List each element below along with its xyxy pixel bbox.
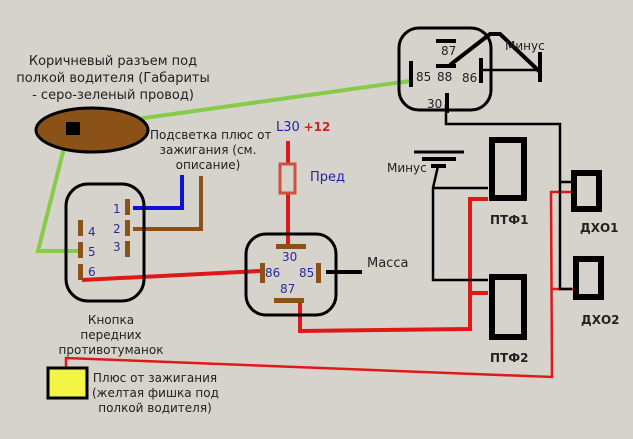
button-pin-5 (78, 242, 83, 258)
relay-mid-body (244, 232, 338, 317)
label-line: - серо-зеленый провод) (32, 88, 194, 103)
dho2-label: ДХО2 (581, 313, 620, 327)
label-line: Плюс от зажигания (92, 371, 218, 385)
button-pin-6 (78, 264, 83, 280)
minus-top-label: Минус (505, 39, 545, 53)
plus12-text: +12 (303, 120, 331, 134)
minus-mid-label: Минус (387, 161, 427, 175)
relay-top-pin-86 (479, 58, 483, 83)
label-line: Коричневый разъем под (28, 54, 198, 69)
fuse-label: Пред (310, 170, 346, 185)
button-label: Кнопка передних противотуманок (56, 313, 166, 358)
button-pin-3 (125, 241, 130, 257)
relay-mid-pin-85-label: 85 (299, 266, 315, 280)
brown-connector-label: Коричневый разъем под полкой водителя (Г… (8, 53, 218, 104)
label-line: Подсветка плюс от (150, 128, 272, 142)
relay-top-pin-85-label: 85 (416, 70, 432, 84)
button-pin-5-label: 5 (88, 245, 96, 259)
connector-pin (66, 122, 80, 135)
label-line: Кнопка (87, 313, 135, 327)
button-pin-2-label: 2 (113, 222, 121, 236)
label-line: передних (80, 328, 142, 342)
label-line: описание) (175, 158, 241, 172)
relay-top-pin-86-label: 86 (462, 71, 478, 85)
dho1-label: ДХО1 (580, 221, 619, 235)
label-line: зажигания (см. (159, 143, 257, 157)
relay-mid-pin-87-label: 87 (280, 282, 296, 296)
relay-mid-pin-86 (260, 263, 265, 283)
brown-connector (34, 106, 150, 154)
l30-label: L30 +12 (276, 120, 330, 135)
l30-text: L30 (276, 120, 300, 135)
fuse (278, 162, 297, 195)
relay-top-pin-87 (436, 39, 456, 43)
button-pin-1-label: 1 (113, 202, 121, 216)
relay-top-pin-88 (436, 64, 456, 68)
label-line: полкой водителя) (98, 401, 212, 415)
label-line: противотуманок (58, 343, 164, 357)
ptf1-lamp (489, 137, 527, 201)
relay-top-pin-30 (445, 93, 449, 113)
button-pin-6-label: 6 (88, 265, 96, 279)
red-wire-ignition-to-dho (64, 190, 572, 379)
relay-top-pin-88-label: 88 (437, 70, 453, 84)
button-pin-2 (125, 220, 130, 236)
relay-mid-pin-30 (276, 244, 306, 249)
relay-mid-pin-87 (274, 298, 304, 303)
red-wire-button-to-relay (81, 269, 261, 282)
massa-label: Масса (367, 256, 409, 271)
red-wire-relay-to-ptf (298, 197, 488, 334)
fog-button-body (64, 182, 146, 303)
black-wire-relay30-to-dho (444, 104, 572, 291)
ptf2-lamp (489, 274, 527, 340)
black-wire-minus-to-ptf (431, 165, 488, 282)
relay-mid-pin-30-label: 30 (282, 250, 298, 264)
ptf1-label: ПТФ1 (490, 213, 529, 227)
label-line: полкой водителя (Габариты (16, 71, 210, 86)
ptf2-label: ПТФ2 (490, 351, 529, 365)
button-pin-1 (125, 199, 130, 215)
relay-mid-pin-86-label: 86 (265, 266, 281, 280)
relay-top-pin-87-label: 87 (441, 44, 457, 58)
ignition-yellow-connector (46, 366, 89, 400)
backlight-label: Подсветка плюс от зажигания (см. описани… (150, 128, 272, 173)
button-pin-4 (78, 220, 83, 236)
relay-top-pin-85 (409, 61, 413, 87)
relay-mid-pin-85 (316, 263, 321, 283)
brown-wire (133, 176, 203, 231)
black-wire-relay-87-minus (448, 32, 542, 74)
label-line: (желтая фишка под (92, 386, 219, 400)
dho2-lamp (573, 256, 604, 300)
button-pin-4-label: 4 (88, 225, 96, 239)
ignition-label: Плюс от зажигания (желтая фишка под полк… (92, 371, 219, 416)
dho1-lamp (571, 170, 602, 212)
blue-wire (133, 175, 184, 210)
relay-top-pin-30-label: 30 (427, 97, 443, 111)
button-pin-3-label: 3 (113, 240, 121, 254)
